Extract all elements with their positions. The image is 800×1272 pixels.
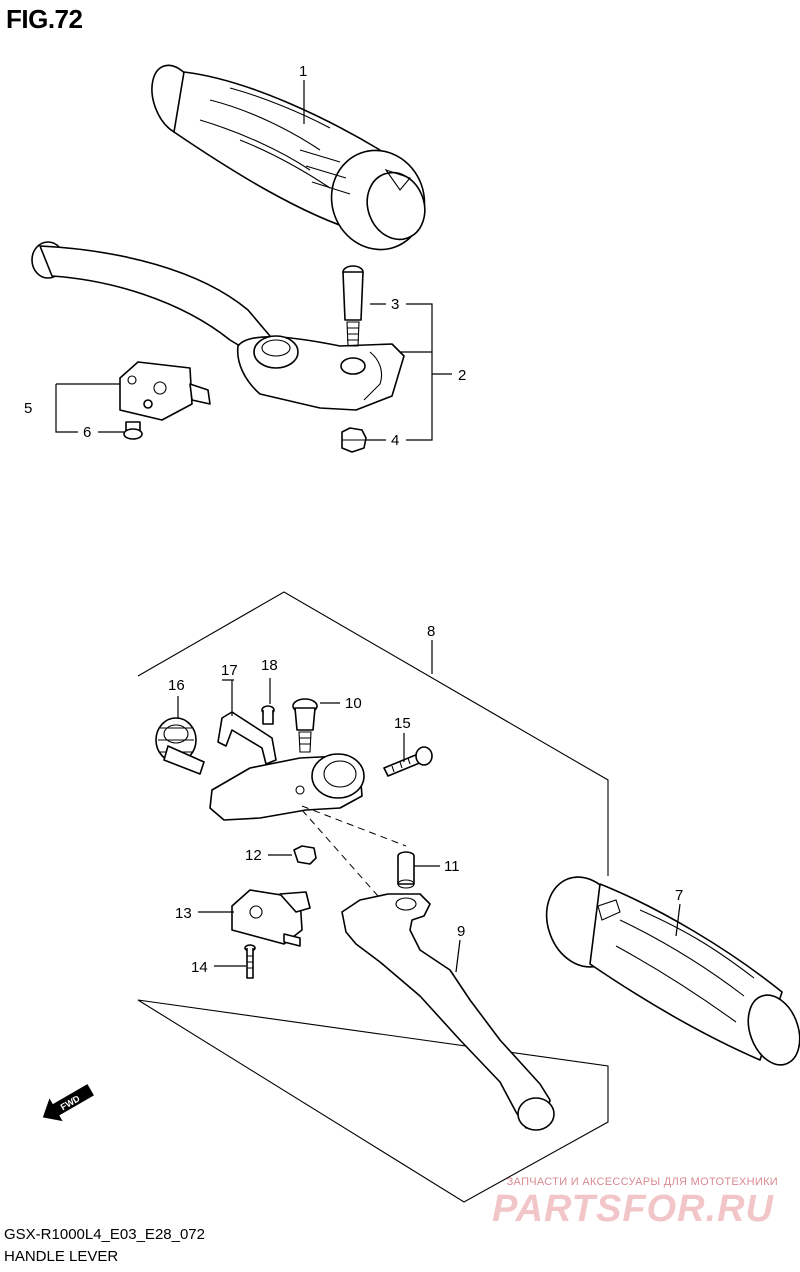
brake-lever[interactable] [31,241,405,411]
brake-light-switch[interactable] [119,361,211,421]
watermark-brand: PARTSFOR.RU [492,1188,774,1230]
leader-7 [675,903,681,937]
callout-2[interactable]: 2 [458,367,466,384]
clutch-switch-screw[interactable] [244,944,256,979]
callout-3[interactable]: 3 [391,296,399,313]
figure-title: FIG.72 [6,4,83,34]
callout-12[interactable]: 12 [245,847,262,864]
holder-nut[interactable] [293,845,317,865]
callout-6[interactable]: 6 [83,424,91,441]
callout-15[interactable]: 15 [394,715,411,732]
pivot-bolt[interactable] [342,265,364,347]
lever-holder[interactable] [209,753,365,821]
callout-4[interactable]: 4 [391,432,399,449]
callout-10[interactable]: 10 [345,695,362,712]
callout-8[interactable]: 8 [427,623,435,640]
callout-9[interactable]: 9 [457,923,465,940]
callout-13[interactable]: 13 [175,905,192,922]
clutch-pivot-bolt[interactable] [292,698,318,753]
callout-16[interactable]: 16 [168,677,185,694]
pivot-bushing [340,357,366,375]
bracket-screw[interactable] [261,705,275,725]
callout-14[interactable]: 14 [191,959,208,976]
callout-1[interactable]: 1 [299,63,307,80]
leader-17 [222,679,234,716]
holder-bolt[interactable] [383,746,433,777]
clutch-switch[interactable] [231,889,311,947]
lever-bushing[interactable] [397,851,415,889]
forward-arrow-icon: FWD [42,1084,94,1122]
callout-17[interactable]: 17 [221,662,238,679]
callout-18[interactable]: 18 [261,657,278,674]
leader-5-6 [55,383,124,433]
clutch-lever[interactable] [341,893,555,1131]
clutch-lever-assembly-outline [137,591,609,1203]
lever-bracket[interactable] [217,711,277,765]
diagram-code: GSX-R1000L4_E03_E28_072 [4,1226,205,1243]
leader-9 [455,939,461,973]
diagram-name: HANDLE LEVER [4,1248,119,1265]
watermark-tagline: ЗАПЧАСТИ И АКСЕССУАРЫ ДЛЯ МОТОТЕХНИКИ [506,1176,778,1188]
callout-11[interactable]: 11 [444,858,460,875]
leader-2-3-4 [370,303,452,441]
lever-adjuster[interactable] [155,717,205,775]
lever-nut[interactable] [341,427,367,453]
switch-screw[interactable] [123,421,143,440]
throttle-grip[interactable] [143,59,438,263]
left-grip[interactable] [534,866,800,1072]
dashed-line-bushing [301,805,407,847]
callout-7[interactable]: 7 [675,887,683,904]
callout-5[interactable]: 5 [24,400,32,417]
